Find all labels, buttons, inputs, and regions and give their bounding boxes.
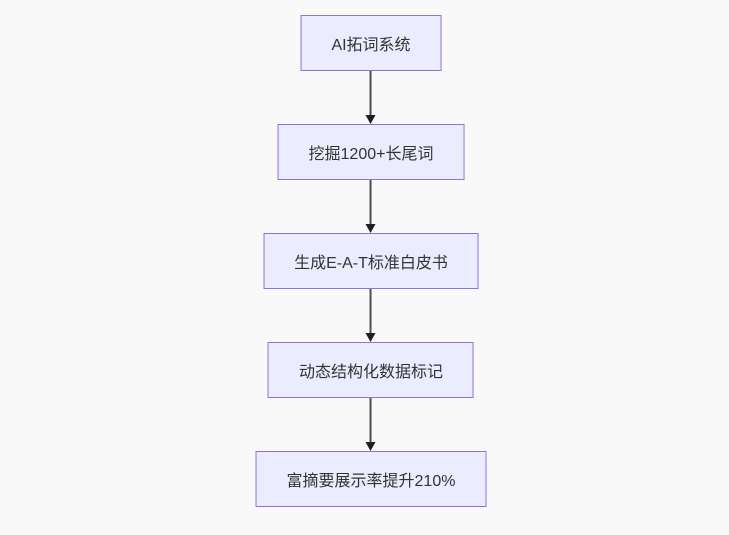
- arrowhead-icon: [366, 442, 376, 451]
- flow-edge: [366, 180, 376, 233]
- arrowhead-icon: [366, 115, 376, 124]
- node-label: 富摘要展示率提升210%: [286, 473, 456, 490]
- arrowhead-icon: [366, 333, 376, 342]
- edge-line: [370, 289, 372, 334]
- flow-node-structured-data: 动态结构化数据标记: [267, 342, 474, 398]
- edge-line: [370, 398, 372, 443]
- flow-edge: [366, 289, 376, 342]
- flow-edge: [366, 71, 376, 124]
- flow-node-eat-whitepaper: 生成E-A-T标准白皮书: [263, 233, 479, 289]
- flowchart-canvas: AI拓词系统 挖掘1200+长尾词 生成E-A-T标准白皮书 动态结构化数据标记…: [255, 15, 487, 507]
- flow-edge: [366, 398, 376, 451]
- edge-line: [370, 71, 372, 116]
- flow-node-rich-snippet-result: 富摘要展示率提升210%: [255, 451, 487, 507]
- node-label: AI拓词系统: [331, 37, 411, 54]
- flow-node-longtail-mining: 挖掘1200+长尾词: [277, 124, 465, 180]
- node-label: 挖掘1200+长尾词: [308, 146, 434, 163]
- node-label: 生成E-A-T标准白皮书: [294, 255, 448, 272]
- node-label: 动态结构化数据标记: [298, 364, 443, 381]
- flow-node-ai-expansion: AI拓词系统: [300, 15, 442, 71]
- arrowhead-icon: [366, 224, 376, 233]
- edge-line: [370, 180, 372, 225]
